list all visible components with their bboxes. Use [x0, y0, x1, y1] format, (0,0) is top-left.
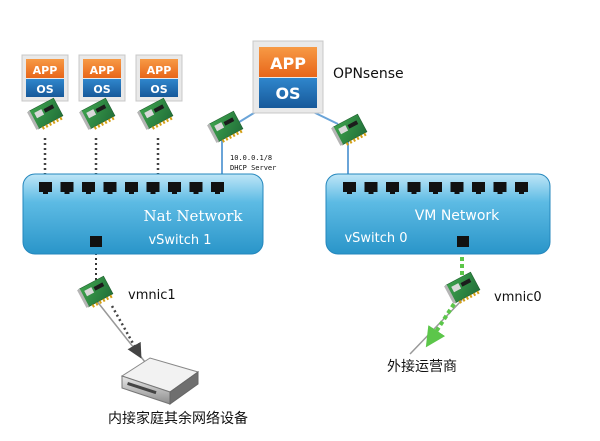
os-label: OS [36, 83, 53, 96]
switch-port [407, 182, 421, 194]
nic-card-icon [27, 97, 64, 130]
switch-port [493, 182, 507, 194]
switch-port [39, 182, 52, 194]
switch-port [146, 182, 160, 194]
vmnic1-arrow [110, 305, 142, 359]
vm-switch-subtitle: vSwitch 0 [344, 231, 407, 246]
switch-port [364, 182, 378, 194]
os-label: OS [150, 83, 167, 96]
vm-switch: VM Network vSwitch 0 [325, 173, 551, 255]
switch-port [125, 182, 138, 194]
switch-port [60, 182, 74, 194]
dhcp-server-label: DHCP Server [230, 164, 276, 172]
switch-port [429, 182, 442, 194]
app-label: APP [33, 64, 58, 77]
opnsense-tile: APP OS [252, 40, 324, 114]
switch-port [450, 182, 464, 194]
home-device-label: 内接家庭其余网络设备 [108, 410, 248, 427]
nat-hub-port [90, 236, 102, 247]
app-vm-group: APP OS APP OS APP OS [21, 54, 183, 102]
switch-port [189, 182, 203, 194]
firewall-name: OPNsense [333, 66, 404, 82]
nat-switch-title: Nat Network [143, 207, 243, 225]
vmnic1-cable [95, 299, 146, 363]
app-label: APP [90, 64, 115, 77]
switch-port [515, 182, 528, 194]
vmnic0-card-icon [444, 271, 481, 304]
isp-label: 外接运营商 [387, 358, 457, 375]
app-vm-tile: APP OS [21, 54, 69, 102]
nic-card-icon [331, 113, 368, 146]
nic-group [27, 97, 481, 308]
vmnic1-label: vmnic1 [128, 288, 176, 303]
switch-port [82, 182, 95, 194]
vm-switch-title: VM Network [415, 208, 500, 224]
vmnic0-arrow [425, 302, 456, 348]
app-vm-tile: APP OS [135, 54, 183, 102]
os-label: OS [93, 83, 110, 96]
nat-switch: Nat Network vSwitch 1 [22, 173, 264, 255]
vm-uplink-port [457, 236, 469, 247]
switch-port [386, 182, 399, 194]
vmnic1-card-icon [77, 275, 114, 308]
switch-port [472, 182, 485, 194]
app-vm-tile: APP OS [78, 54, 126, 102]
switch-port [343, 182, 356, 194]
nat-switch-ports [39, 182, 224, 194]
nic-card-icon [137, 97, 174, 130]
home-device-icon [120, 357, 200, 405]
vmnic0-cable [409, 299, 463, 355]
switch-port [103, 182, 117, 194]
vm-switch-ports [343, 182, 528, 194]
nic-card-icon [207, 110, 244, 143]
switch-port [211, 182, 224, 194]
nat-switch-subtitle: vSwitch 1 [148, 233, 211, 248]
nic-card-icon [79, 97, 116, 130]
switch-port [168, 182, 181, 194]
vmnic0-label: vmnic0 [494, 290, 542, 305]
firewall-os-label: OS [275, 84, 300, 103]
app-label: APP [147, 64, 172, 77]
dhcp-address: 10.0.0.1/8 [230, 154, 272, 162]
firewall-app-label: APP [270, 54, 306, 73]
